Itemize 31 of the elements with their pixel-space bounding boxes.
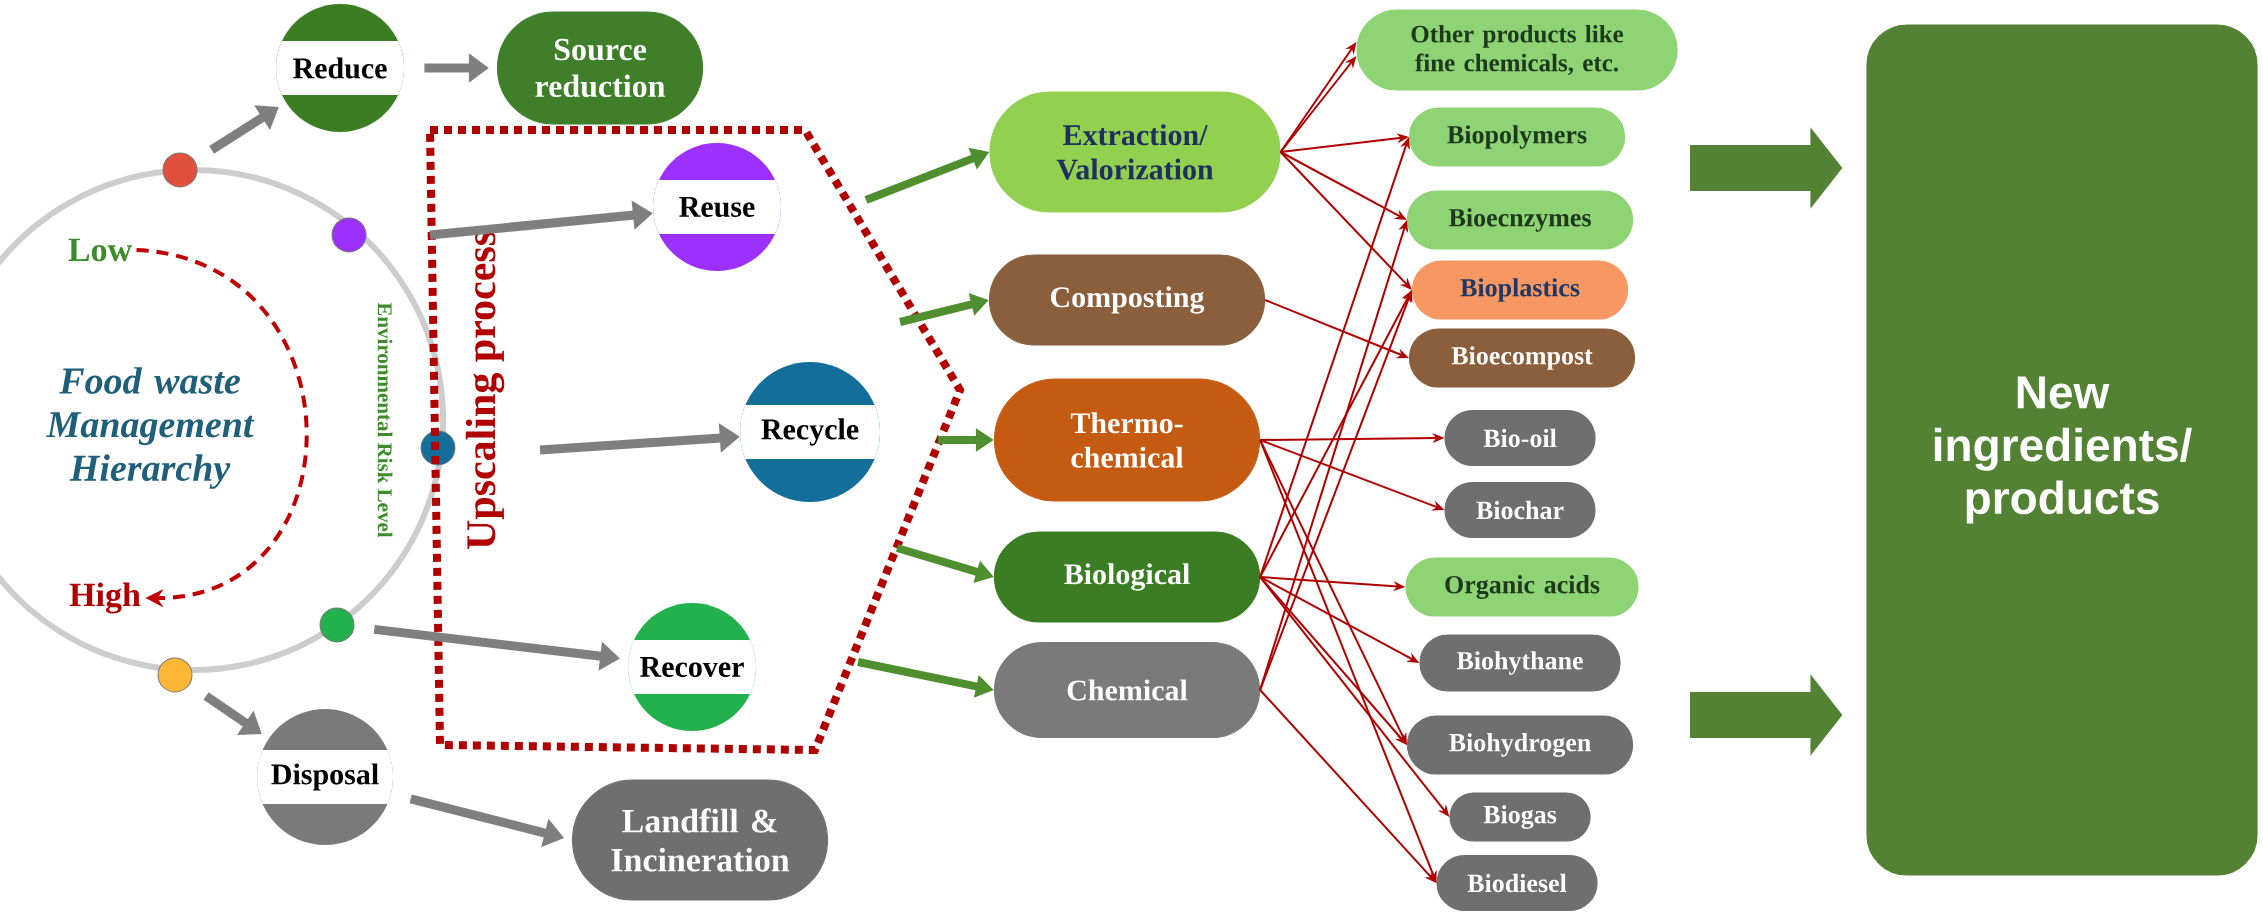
process-box: Biological — [993, 531, 1261, 623]
product-box: Biogas — [1449, 792, 1591, 842]
marker-dot — [162, 152, 198, 188]
process-box: Thermo- chemical — [993, 378, 1261, 502]
marker-dot — [420, 430, 456, 466]
product-box: Biodiesel — [1436, 854, 1598, 912]
marker-dot — [331, 217, 367, 253]
product-box: Organic acids — [1405, 557, 1639, 617]
product-box: Biohydrogen — [1406, 715, 1634, 775]
product-box: Biochar — [1444, 481, 1596, 539]
product-box: Other products like fine chemicals, etc. — [1356, 9, 1678, 91]
marker-dot — [319, 607, 355, 643]
product-box: Bioecompost — [1408, 328, 1636, 388]
arrow — [1279, 151, 1412, 290]
process-box: Extraction/ Valorization — [989, 91, 1281, 213]
product-box: Bio-oil — [1444, 409, 1596, 467]
result-box: Landfill & Incineration — [571, 779, 829, 901]
product-box: Bioplastics — [1411, 260, 1629, 320]
result-box: Source reduction — [496, 11, 704, 125]
marker-dot — [157, 657, 193, 693]
process-box: Chemical — [993, 641, 1261, 739]
level-label: Low — [68, 238, 132, 262]
result-box: New ingredients/ products — [1866, 24, 2258, 876]
process-box: Composting — [988, 254, 1266, 346]
level-label: High — [69, 582, 141, 614]
product-box: Biohythane — [1419, 634, 1621, 692]
product-box: Biopolymers — [1408, 107, 1626, 167]
arrow — [136, 248, 309, 608]
product-box: Bioecnzymes — [1406, 190, 1634, 250]
title-text: Food waste Management Hierarchy — [46, 367, 255, 489]
axis-label: Environmental Risk Level — [377, 302, 393, 538]
